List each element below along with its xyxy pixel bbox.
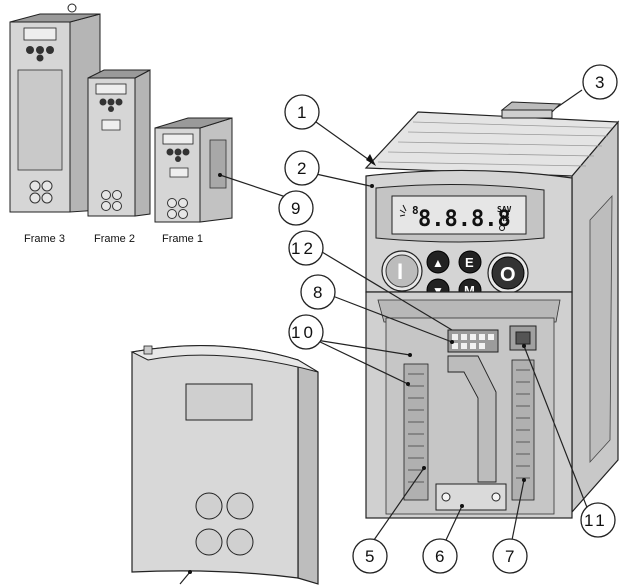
callout-7-label: 7 <box>505 547 514 566</box>
frame3-drive <box>9 3 101 213</box>
callout-10: 10 <box>288 314 324 350</box>
lcd-units-hz: Hz <box>500 214 510 223</box>
callout-10-label: 10 <box>291 323 316 342</box>
start-key[interactable] <box>385 254 419 288</box>
up-key[interactable] <box>426 250 450 274</box>
stop-key-label: O <box>500 264 516 286</box>
callout-11: 11 <box>580 502 616 538</box>
callout-9-label: 9 <box>291 199 300 218</box>
enter-key[interactable] <box>458 250 482 274</box>
frame2-label: Frame 2 <box>94 233 135 245</box>
lcd-indicator-icon <box>399 204 407 217</box>
callout-3-label: 3 <box>595 73 604 92</box>
lcd-display: 8 8.8.8.8 SAV Hz <box>399 204 512 232</box>
leader-lines <box>179 89 589 585</box>
callout-5-label: 5 <box>365 547 374 566</box>
frame3-label: Frame 3 <box>24 233 65 245</box>
callout-3: 3 <box>582 64 618 100</box>
callout-6-label: 6 <box>435 547 444 566</box>
callout-2-label: 2 <box>297 159 306 178</box>
enter-key-label: E <box>465 255 474 270</box>
frame1-label: Frame 1 <box>162 233 203 245</box>
keypad: I ▲ ▼ E M O <box>381 250 529 302</box>
callout-9: 9 <box>278 190 314 226</box>
stop-key[interactable] <box>491 256 525 290</box>
callout-5: 5 <box>352 538 388 574</box>
frame1-drive <box>154 117 233 223</box>
callout-1: 1 <box>284 94 320 130</box>
callout-12: 12 <box>288 230 324 266</box>
down-key-label: ▼ <box>432 284 444 298</box>
callout-1-label: 1 <box>297 103 306 122</box>
callout-2: 2 <box>284 150 320 186</box>
lcd-units-sav: SAV <box>497 205 512 214</box>
callout-12-label: 12 <box>291 239 316 258</box>
up-key-label: ▲ <box>432 256 444 270</box>
callout-7: 7 <box>492 538 528 574</box>
lcd-digits: 8.8.8.8 <box>418 207 511 232</box>
terminal-cover <box>130 345 319 585</box>
callout-11-label: 11 <box>584 511 608 530</box>
leader-dots <box>188 173 526 574</box>
callout-8-label: 8 <box>313 283 322 302</box>
frame2-drive <box>87 69 151 217</box>
lcd-small-indicator-icon <box>499 225 505 231</box>
lcd-prefix: 8 <box>412 204 419 217</box>
start-key-label: I <box>397 259 403 284</box>
menu-key-label: M <box>464 283 475 298</box>
callout-6: 6 <box>422 538 458 574</box>
callout-8: 8 <box>300 274 336 310</box>
main-drive: 8 8.8.8.8 SAV Hz I ▲ ▼ E M O <box>364 101 620 519</box>
